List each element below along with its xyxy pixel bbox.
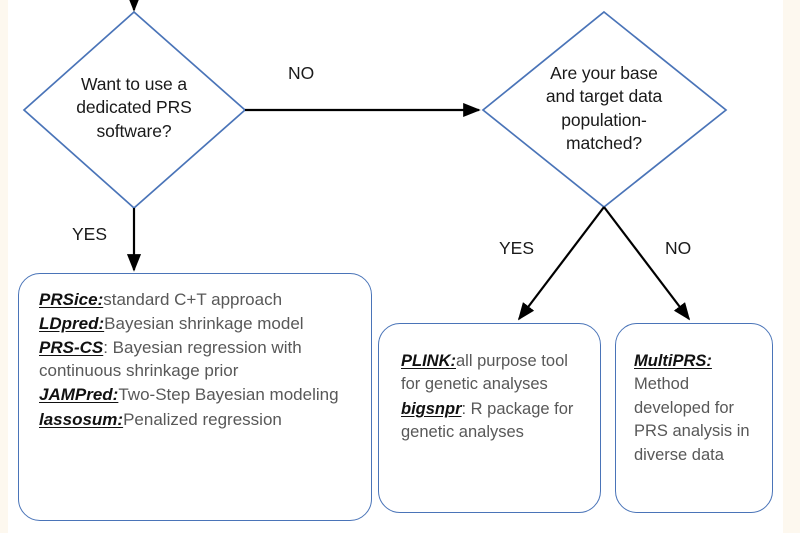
tool-name: MultiPRS:: [634, 352, 712, 370]
tool-description: : Bayesian regression with continuous sh…: [39, 338, 302, 381]
arrow-right-no: [603, 206, 691, 321]
arrow-right-yes: [517, 206, 605, 321]
branch-label-left-no: NO: [288, 63, 315, 83]
tool-entry: LDpred:Bayesian shrinkage model: [39, 312, 355, 335]
tool-description: Method developed for PRS analysis in div…: [634, 375, 750, 464]
branch-label-left-yes: YES: [72, 224, 108, 244]
tool-description: standard C+T approach: [103, 290, 283, 309]
tool-description: Two-Step Bayesian modeling: [118, 385, 339, 405]
tool-name: PRSice:: [39, 290, 104, 309]
tool-entry: PLINK:all purpose tool for genetic analy…: [401, 350, 588, 397]
tool-description: : R package for genetic analyses: [401, 399, 574, 442]
result-box-population-matched-tools: PLINK:all purpose tool for genetic analy…: [378, 323, 601, 513]
branch-label-right-no: NO: [665, 238, 692, 258]
tool-name: lassosum:: [39, 409, 124, 429]
left-edge-strip: [0, 0, 8, 533]
tool-entry: JAMPred:Two-Step Bayesian modeling: [39, 383, 355, 406]
tool-description: all purpose tool for genetic analyses: [401, 352, 568, 394]
tool-name: JAMPred:: [39, 385, 119, 405]
decision-label-dedicated-prs-software: Want to use a dedicated PRS software?: [76, 74, 192, 141]
right-edge-strip: [783, 0, 800, 533]
decision-label-population-matched: Are your base and target data population…: [545, 63, 663, 153]
result-box-dedicated-prs-tools: PRSice:standard C+T approach LDpred:Baye…: [18, 273, 372, 521]
tool-entry: MultiPRS: Method developed for PRS analy…: [634, 350, 762, 467]
tool-description: Penalized regression: [123, 409, 282, 429]
result-box-content: PLINK:all purpose tool for genetic analy…: [379, 324, 600, 456]
tool-entry: bigsnpr: R package for genetic analyses: [401, 398, 588, 445]
tool-name: PRS-CS: [39, 338, 104, 358]
result-box-content: PRSice:standard C+T approach LDpred:Baye…: [19, 274, 371, 442]
result-box-content: MultiPRS: Method developed for PRS analy…: [616, 324, 772, 478]
tool-entry: PRS-CS: Bayesian regression with continu…: [39, 336, 355, 382]
branch-label-right-yes: YES: [499, 238, 535, 258]
tool-entry: PRSice:standard C+T approach: [39, 288, 355, 311]
tool-name: LDpred:: [39, 314, 105, 334]
tool-entry: lassosum:Penalized regression: [39, 408, 355, 431]
tool-name: bigsnpr: [401, 399, 462, 418]
tool-name: PLINK:: [401, 352, 456, 370]
result-box-diverse-population-tools: MultiPRS: Method developed for PRS analy…: [615, 323, 773, 513]
tool-description: Bayesian shrinkage model: [104, 314, 304, 334]
